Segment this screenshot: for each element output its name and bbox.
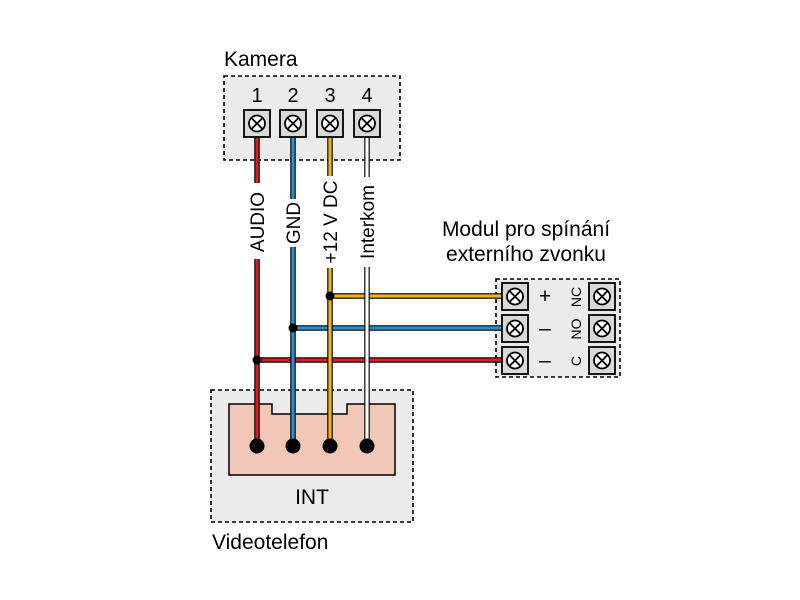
module-relay-c-label: C [568, 356, 584, 366]
int-pin-4 [359, 438, 375, 454]
module-relay-no-label: NO [568, 318, 584, 339]
module-terminal-c-screw-icon [588, 346, 616, 375]
module-polarity-minus2-label: – [539, 349, 551, 372]
wire-label-bg-gnd [281, 199, 305, 247]
wire-label-bg-intercom [355, 177, 379, 267]
int-pin-1 [249, 438, 265, 454]
module-terminal-minus-screw-icon [501, 314, 529, 343]
wire-label-bg-audio [245, 183, 269, 259]
camera-terminal-2-number: 2 [287, 85, 298, 107]
junction-dot-audio [252, 355, 262, 365]
camera-terminal-2-screw-icon [279, 109, 307, 138]
junction-dot-power [325, 291, 335, 301]
module-terminal-minus2-screw-icon [501, 346, 529, 375]
camera-terminal-3-number: 3 [324, 85, 335, 107]
module-terminal-nc-screw-icon [588, 282, 616, 311]
wire-label-audio: AUDIO [248, 192, 269, 252]
module-relay-nc-label: NC [568, 287, 584, 307]
wire-label-bg-power [318, 176, 342, 268]
wire-label-intercom: Interkom [358, 185, 379, 259]
module-terminal-plus-screw-icon [501, 282, 529, 311]
wire-label-power: +12 V DC [321, 181, 342, 264]
module-terminal-no-screw-icon [588, 314, 616, 343]
camera-terminal-4-screw-icon [353, 109, 381, 138]
wire-label-gnd: GND [284, 202, 305, 244]
camera-terminal-1-screw-icon [243, 109, 271, 138]
camera-terminal-1-number: 1 [251, 85, 262, 107]
int-connector-label: INT [295, 486, 329, 509]
camera-terminal-3-screw-icon [316, 109, 344, 138]
int-pin-3 [322, 438, 338, 454]
int-pin-2 [285, 438, 301, 454]
videophone-title: Videotelefon [212, 531, 328, 554]
module-title-line1: Modul pro spínání [442, 218, 610, 241]
module-polarity-plus-label: + [539, 285, 551, 308]
module-title-line2: externího zvonku [446, 243, 606, 266]
camera-terminal-4-number: 4 [361, 85, 372, 107]
module-polarity-minus-label: – [539, 317, 551, 340]
int-connector [228, 403, 396, 476]
camera-title: Kamera [224, 48, 298, 71]
junction-dot-gnd [288, 323, 298, 333]
